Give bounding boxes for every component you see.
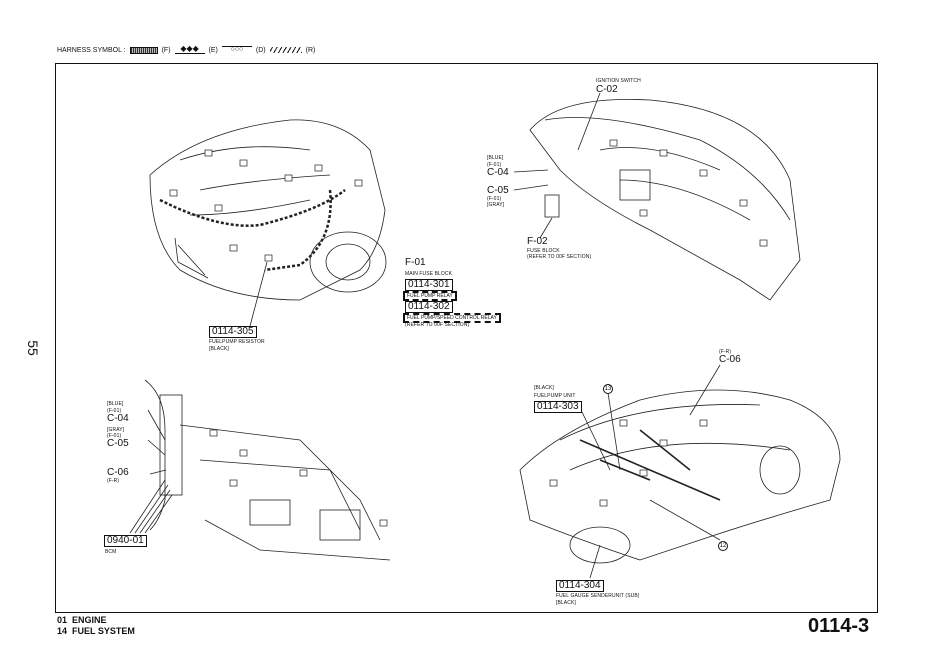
dash-c04-color: [BLUE] [487, 155, 504, 161]
relay-refer-note: (REFER TO 00F SECTION) [405, 322, 470, 328]
symbol-d: (D) [255, 46, 266, 54]
circle-symbol: ○○○ [221, 46, 252, 54]
hatched-symbol [269, 47, 302, 53]
footer-fuel-num: 14 [57, 626, 68, 636]
bcm-c04-color: [BLUE] [107, 401, 124, 407]
dash-c04-harness: (F-01) [487, 162, 502, 168]
footer-line-engine: 01 ENGINE [57, 615, 107, 625]
side-page-number: 55 [24, 340, 41, 356]
sender-code-box: 0114-304 [556, 580, 604, 592]
dash-c05-harness: (F-01) [487, 196, 502, 202]
f02-name: FUSE BLOCK [527, 248, 560, 254]
bcm-name: BCM [105, 549, 117, 555]
dash-c05-id: C-05 [487, 185, 509, 196]
pump-color: [BLACK] [534, 385, 554, 391]
relay1-code-box: 0114-301 [405, 279, 453, 291]
bcm-c05-color: [GRAY] [107, 427, 125, 433]
pump-code-box: 0114-303 [534, 401, 582, 413]
symbol-r: (R) [305, 46, 316, 54]
sender-name: FUEL GAUGE SENDERUNIT (SUB) [556, 593, 640, 599]
bcm-code-box: 0940-01 [104, 535, 147, 547]
symbol-e: (E) [208, 46, 218, 54]
footer-line-fuel: 14 FUEL SYSTEM [57, 626, 135, 636]
bcm-c04-harness: (F-01) [107, 408, 122, 414]
bcm-c06-harness: (F-R) [107, 478, 120, 484]
resistor-name: FUELPUMP RESISTOR [209, 339, 265, 345]
harness-symbol-legend: HARNESS SYMBOL : (F) ◆◆◆ (E) ○○○ (D) (R) [57, 45, 316, 54]
harness-symbol-label: HARNESS SYMBOL : [57, 46, 126, 54]
bcm-illustration [129, 379, 391, 561]
bcm-c06-id: C-06 [107, 467, 129, 478]
connector-symbols [169, 139, 768, 527]
callout-13: 13 [603, 384, 613, 394]
relay1-name: FUEL PUMP RELAY [403, 291, 457, 301]
footer-engine-label: ENGINE [72, 615, 107, 625]
bcm-c05-id: C-05 [107, 438, 129, 449]
footer-page-code: 0114-3 [808, 615, 870, 637]
body-c06-id: C-06 [719, 354, 741, 365]
bcm-c05-harness: (F-01) [107, 433, 122, 439]
diamond-symbol: ◆◆◆ [174, 45, 205, 54]
footer-engine-num: 01 [57, 615, 68, 625]
shaded-symbol [129, 46, 158, 54]
vehicle-body-illustration [519, 364, 841, 579]
relay2-code-box: 0114-302 [405, 301, 453, 313]
footer-fuel-label: FUEL SYSTEM [72, 626, 135, 636]
body-c06-harness: (F-R) [719, 349, 732, 355]
symbol-f: (F) [161, 46, 171, 54]
c02-id: C-02 [596, 84, 618, 95]
f02-refer: (REFER TO 00F SECTION) [527, 254, 592, 260]
resistor-code-box: 0114-305 [209, 326, 257, 338]
callout-12: 12 [718, 541, 728, 551]
f02-id: F-02 [527, 236, 548, 247]
dash-c05-color: [GRAY] [487, 202, 505, 208]
diagram-frame [55, 63, 878, 613]
f01-name: MAIN FUSE BLOCK [405, 271, 453, 277]
sender-color: [BLACK] [556, 600, 576, 606]
dash-c04-id: C-04 [487, 167, 509, 178]
ignition-switch-label: IGNITION SWITCH [596, 78, 641, 84]
f01-id: F-01 [405, 257, 426, 268]
relay2-name: FUEL PUMP/SPEED CONTROL RELAY [403, 313, 501, 323]
engine-bay-illustration [149, 119, 387, 327]
dashboard-illustration [513, 92, 801, 301]
bcm-c04-id: C-04 [107, 413, 129, 424]
resistor-color: [BLACK] [209, 346, 229, 352]
pump-name: FUELPUMP UNIT [534, 393, 576, 399]
